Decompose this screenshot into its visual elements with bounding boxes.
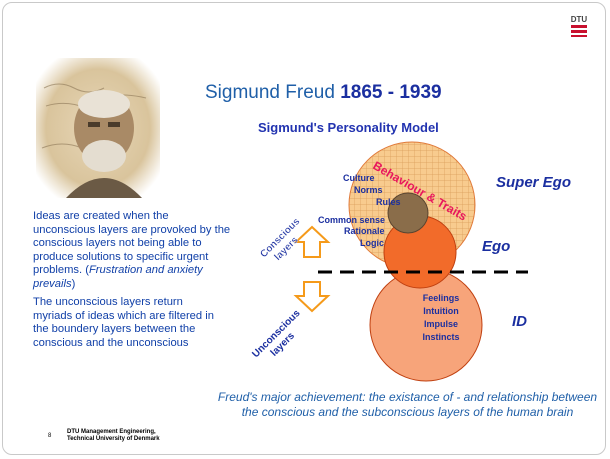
paragraph-unconscious: The unconscious layers return myriads of… — [33, 296, 214, 349]
item-impulse: Impulse — [424, 319, 458, 329]
unconscious-label: Unconsciouslayers — [250, 308, 311, 369]
dtu-logo-text: DTU — [571, 15, 588, 24]
footer-institution: DTU Management Engineering, Technical Un… — [67, 429, 160, 443]
upper-items: Culture Norms Rules Common sense Rationa… — [318, 173, 401, 248]
id-label: ID — [512, 313, 527, 330]
paragraph1-end: ) — [71, 277, 76, 290]
page-number: 8 — [48, 433, 52, 439]
item-norms: Norms — [354, 185, 383, 195]
item-instincts: Instincts — [422, 332, 459, 342]
item-feelings: Feelings — [423, 293, 460, 303]
slide-subtitle: Sigmund's Personality Model — [258, 120, 439, 135]
down-arrow-icon — [293, 281, 331, 313]
paragraph1-italic: Frustration and anxiety prevails — [33, 264, 203, 290]
footer-line2: Technical University of Denmark — [67, 436, 160, 442]
id-items: Feelings Intuition Impulse Instincts — [422, 293, 459, 342]
title-name: Sigmund Freud — [205, 82, 335, 103]
item-intuition: Intuition — [423, 306, 459, 316]
dtu-logo: DTU — [571, 15, 588, 37]
slide-frame — [2, 2, 606, 455]
super-ego-label: Super Ego — [496, 174, 571, 191]
ego-label: Ego — [482, 238, 510, 255]
slide-title: Sigmund Freud 1865 - 1939 — [205, 82, 442, 104]
footer-line1: DTU Management Engineering, — [67, 429, 156, 435]
item-rationale: Rationale — [344, 226, 385, 236]
freud-portrait — [36, 58, 160, 198]
paragraph-idea-creation: Ideas are created when the unconscious l… — [33, 210, 233, 292]
up-arrow-icon — [293, 225, 331, 258]
conclusion-text: Freud's major achievement: the existance… — [217, 390, 598, 419]
item-logic: Logic — [360, 238, 384, 248]
paragraph1-main: Ideas are created when the unconscious l… — [33, 210, 231, 277]
title-years: 1865 - 1939 — [340, 82, 442, 103]
inner-grid-circle — [387, 192, 429, 234]
item-culture: Culture — [343, 173, 375, 183]
item-rules: Rules — [376, 197, 401, 207]
item-common-sense: Common sense — [318, 215, 385, 225]
